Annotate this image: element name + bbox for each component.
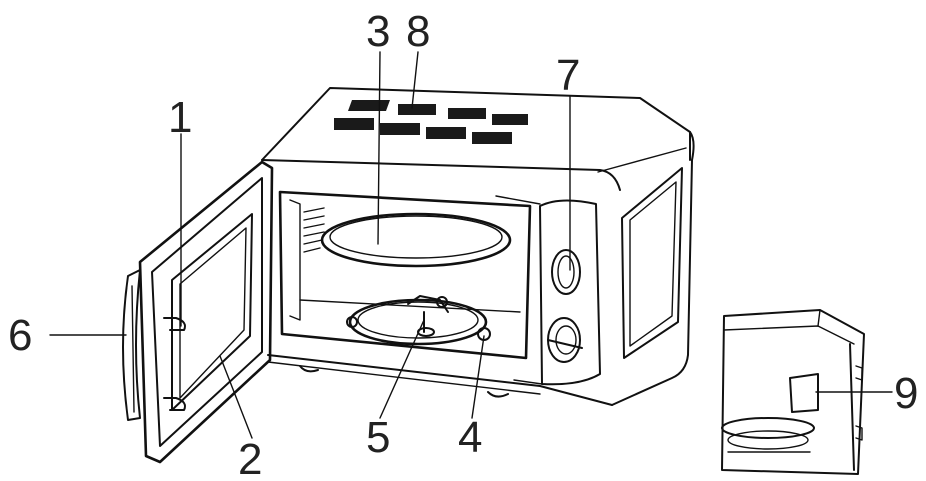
vent-slot <box>492 114 528 125</box>
leader-8 <box>411 51 419 109</box>
vent-slot <box>347 100 391 111</box>
vent-slot <box>448 108 486 119</box>
timer-knob <box>551 249 581 295</box>
oven-cavity <box>278 190 532 360</box>
vent-slot <box>398 104 436 115</box>
label-turntable-shaft: 5 <box>366 413 390 462</box>
inset-turntable <box>721 417 815 453</box>
microwave-body <box>261 87 695 406</box>
power-knob <box>547 317 583 363</box>
label-door-hook: 1 <box>168 93 192 142</box>
inset-view <box>721 309 865 475</box>
waveguide-cover <box>789 373 819 413</box>
leader-4 <box>471 335 485 419</box>
label-turntable-plate: 3 <box>366 7 390 56</box>
door-window <box>171 213 253 411</box>
leader-3 <box>377 51 381 245</box>
label-top-vents: 8 <box>406 7 430 56</box>
vent-slot <box>472 132 512 144</box>
label-door-handle: 6 <box>8 311 32 360</box>
label-door-window: 2 <box>238 435 262 481</box>
vent-slot <box>334 118 374 130</box>
vent-slot <box>380 123 420 135</box>
label-roller-ring: 4 <box>458 413 482 462</box>
label-waveguide-cover: 9 <box>894 369 918 418</box>
leader-lines <box>49 51 893 439</box>
leader-2 <box>219 355 253 439</box>
cavity-wall-vents <box>303 207 325 253</box>
roller-ring <box>346 296 491 346</box>
door <box>138 160 274 464</box>
vent-slot <box>426 127 466 139</box>
door-hooks <box>163 317 186 411</box>
label-control-panel: 7 <box>556 51 580 100</box>
leader-5 <box>379 319 425 419</box>
top-vents <box>334 100 528 144</box>
control-panel <box>495 195 601 386</box>
callout-labels: 1 2 3 4 5 6 7 8 9 <box>8 7 918 481</box>
door-handle <box>122 269 141 421</box>
turntable-plate <box>320 212 512 268</box>
